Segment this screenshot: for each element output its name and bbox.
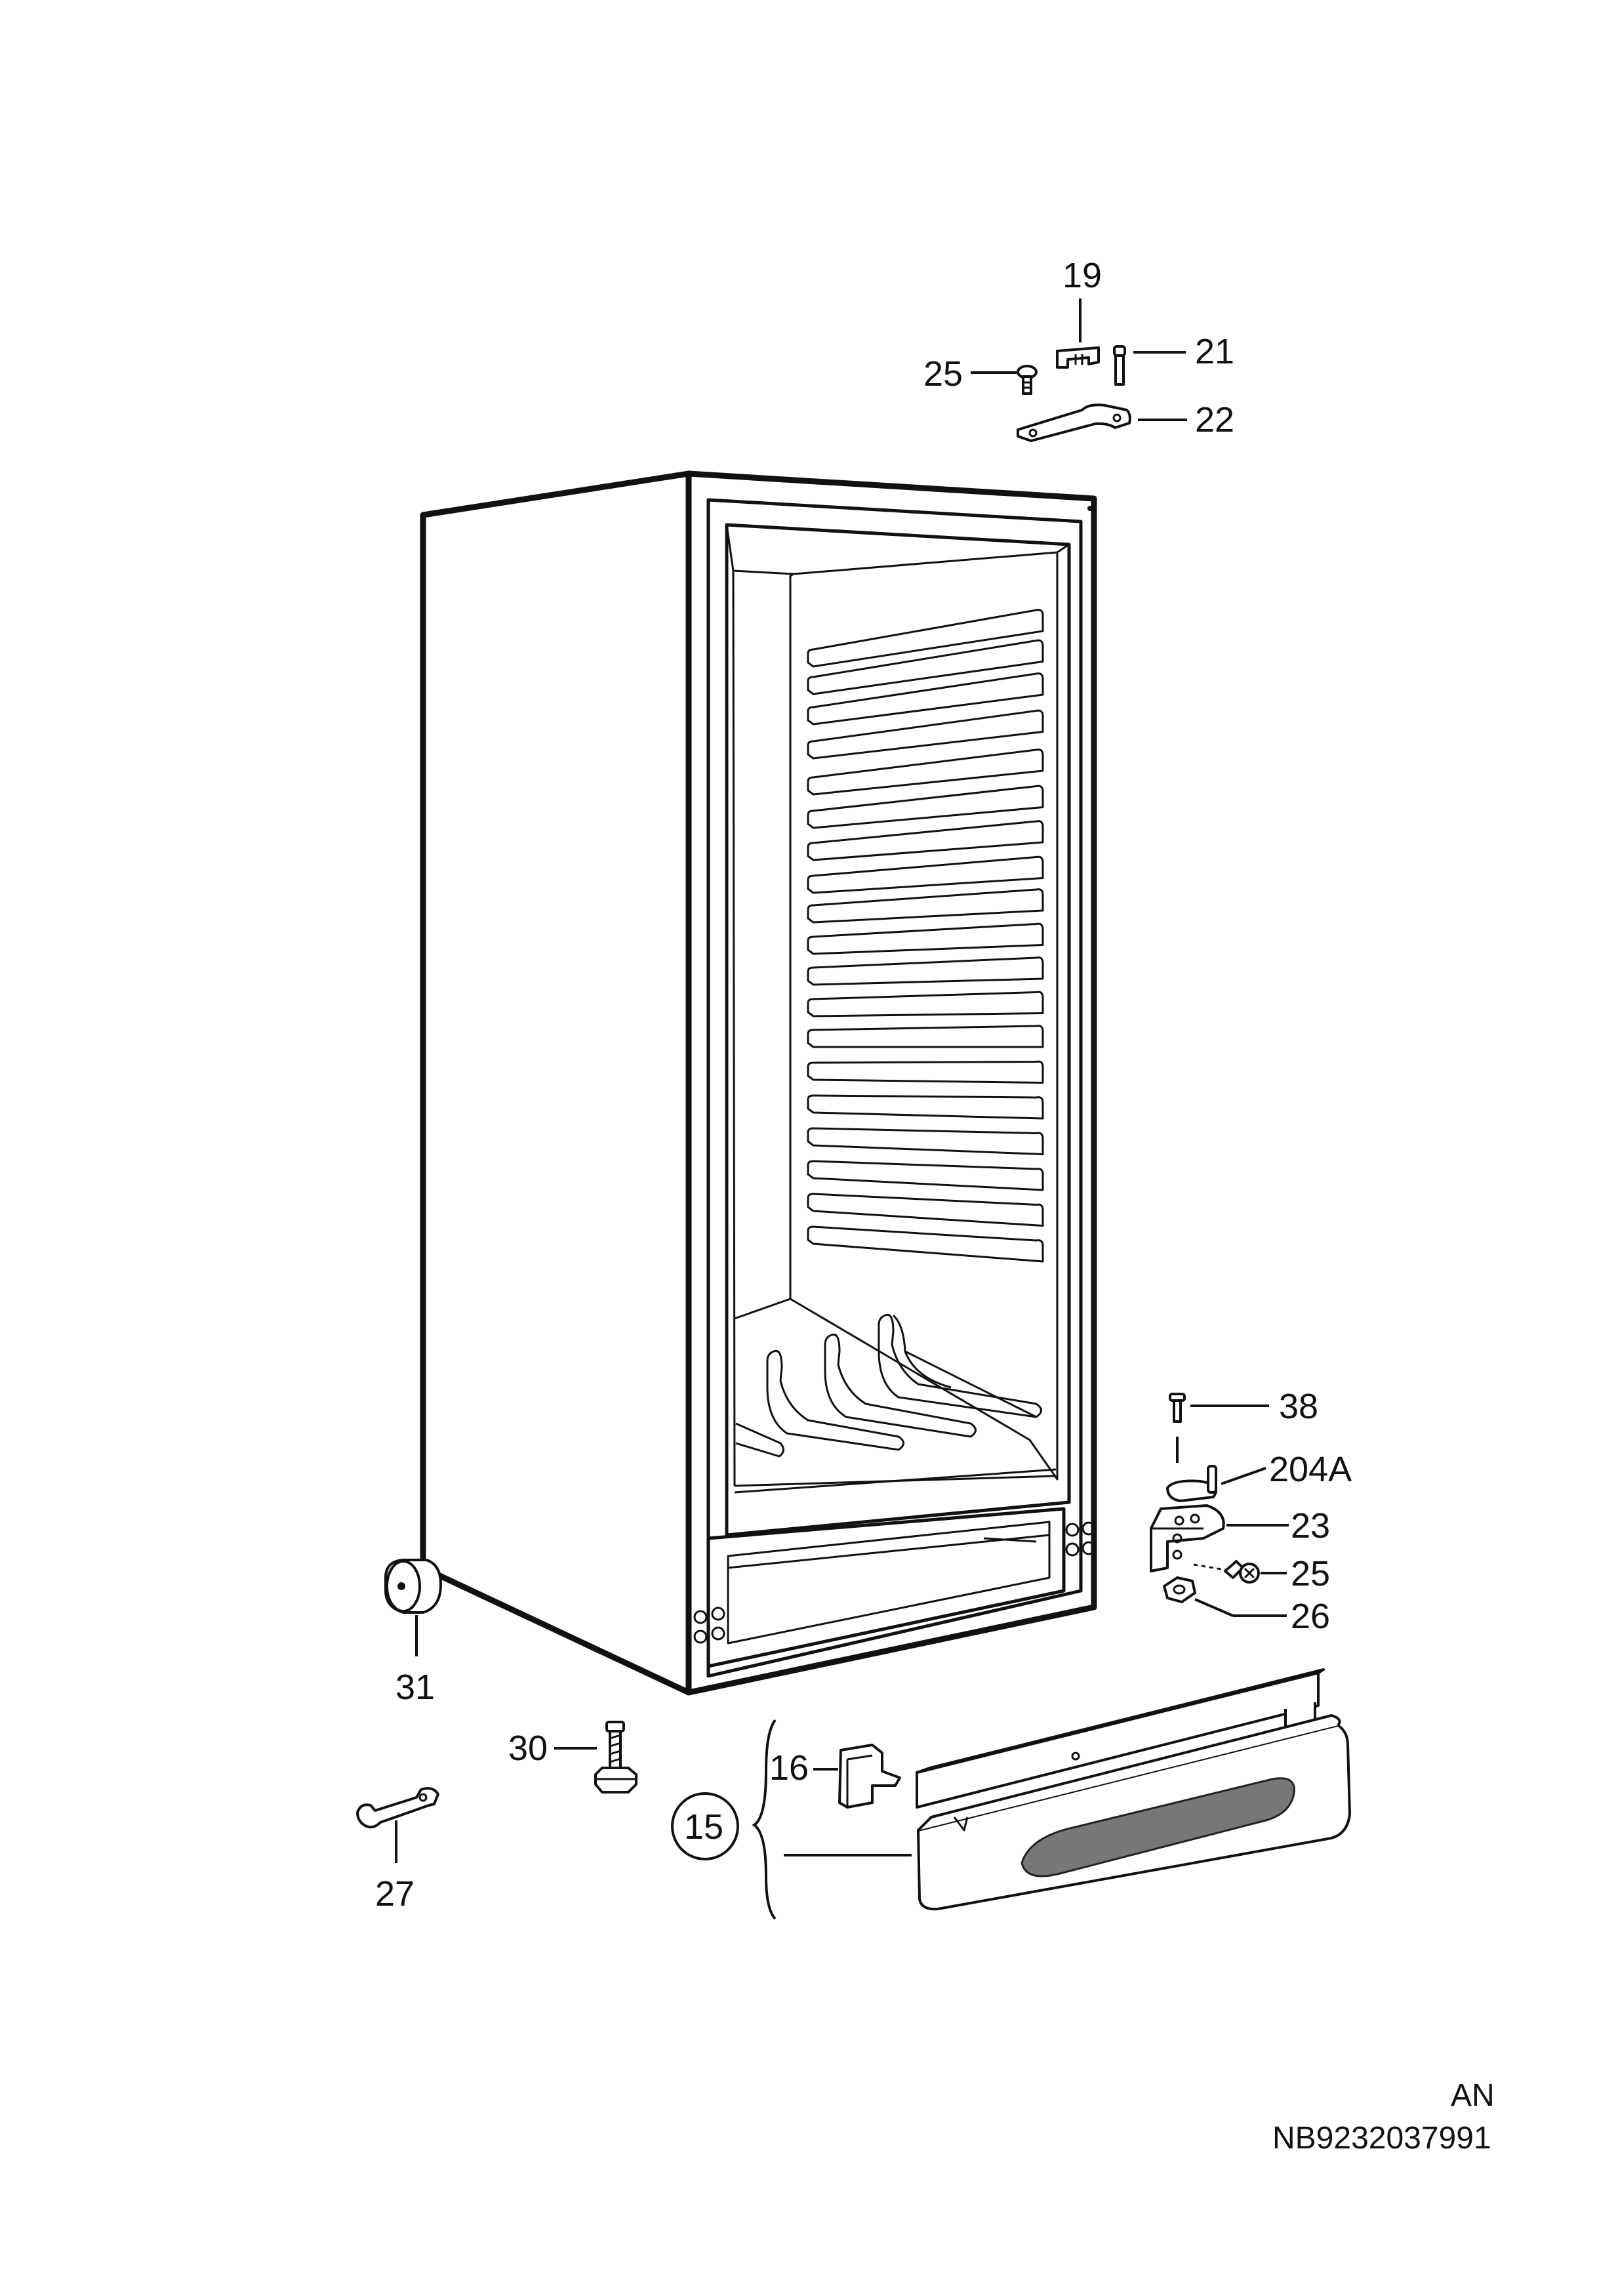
shelf-rail — [807, 1160, 1044, 1191]
shelf-rail — [807, 609, 1044, 668]
screw-38 — [1169, 1393, 1186, 1423]
shelf-rail — [807, 748, 1044, 796]
shelf-rail — [807, 1193, 1044, 1227]
shelf-rails — [807, 609, 1044, 1263]
shelf-rail — [807, 991, 1044, 1017]
foot-31: 31 — [384, 1559, 442, 1707]
hinge-bracket-23 — [1150, 1504, 1225, 1572]
shelf-rail — [807, 820, 1044, 861]
shelf-rail — [807, 1094, 1044, 1120]
callout-25-top: 25 — [923, 354, 963, 394]
shelf-rail — [807, 1025, 1044, 1048]
shelf-rail — [807, 672, 1044, 726]
nut-26 — [1163, 1576, 1196, 1603]
callout-21: 21 — [1195, 332, 1234, 371]
cabinet-side-panel — [420, 470, 692, 1696]
shelf-rail — [807, 855, 1044, 894]
shelf-rail — [807, 785, 1044, 829]
kick-plate-assembly: 15 16 — [671, 1668, 1351, 1920]
callout-27: 27 — [375, 1874, 415, 1914]
callout-15: 15 — [684, 1807, 723, 1847]
shelf-rail — [807, 709, 1044, 760]
shelf-rail — [807, 1127, 1044, 1155]
hinge-pin-204a — [1166, 1465, 1217, 1502]
catalog-code-line2: NB9232037991 — [1272, 2121, 1491, 2156]
screw-25-top — [1017, 365, 1038, 395]
shelf-rail — [807, 922, 1044, 955]
callout-31: 31 — [395, 1668, 435, 1707]
callout-23: 23 — [1291, 1506, 1330, 1546]
callout-25-right: 25 — [1291, 1554, 1330, 1593]
callout-22: 22 — [1195, 400, 1234, 440]
callout-26: 26 — [1291, 1597, 1330, 1636]
screw-25-right — [1193, 1560, 1260, 1584]
wrench-27: 27 — [356, 1787, 439, 1914]
clip-16 — [838, 1744, 901, 1809]
shelf-rail — [807, 888, 1044, 924]
callout-38: 38 — [1279, 1387, 1318, 1426]
shelf-rail — [807, 639, 1044, 695]
catalog-code-line1: AN — [1451, 2078, 1495, 2113]
callout-16: 16 — [769, 1748, 809, 1788]
callout-30: 30 — [508, 1729, 548, 1768]
shelf-rail — [807, 956, 1044, 986]
bottom-rack — [734, 1313, 1057, 1494]
kick-plate-body — [917, 1714, 1351, 1911]
top-hinge-group: 19 21 25 22 — [923, 256, 1234, 442]
cabinet — [420, 470, 1097, 1696]
bottom-hinge-group: 38 204A 23 25 — [1150, 1387, 1352, 1636]
callout-204a: 204A — [1269, 1450, 1352, 1489]
hinge-pin-21 — [1113, 345, 1126, 386]
top-hinge-bracket-19 — [1056, 346, 1100, 369]
callout-15-circle — [671, 1792, 739, 1860]
hinge-plate-22 — [1017, 403, 1131, 442]
callout-19: 19 — [1062, 256, 1102, 295]
shelf-rail — [807, 1060, 1044, 1084]
leveling-foot-30: 30 — [508, 1721, 637, 1794]
shelf-rail — [807, 1225, 1044, 1263]
lower-compartment — [693, 506, 1096, 1668]
kick-plate-top-strip — [916, 1668, 1325, 1809]
